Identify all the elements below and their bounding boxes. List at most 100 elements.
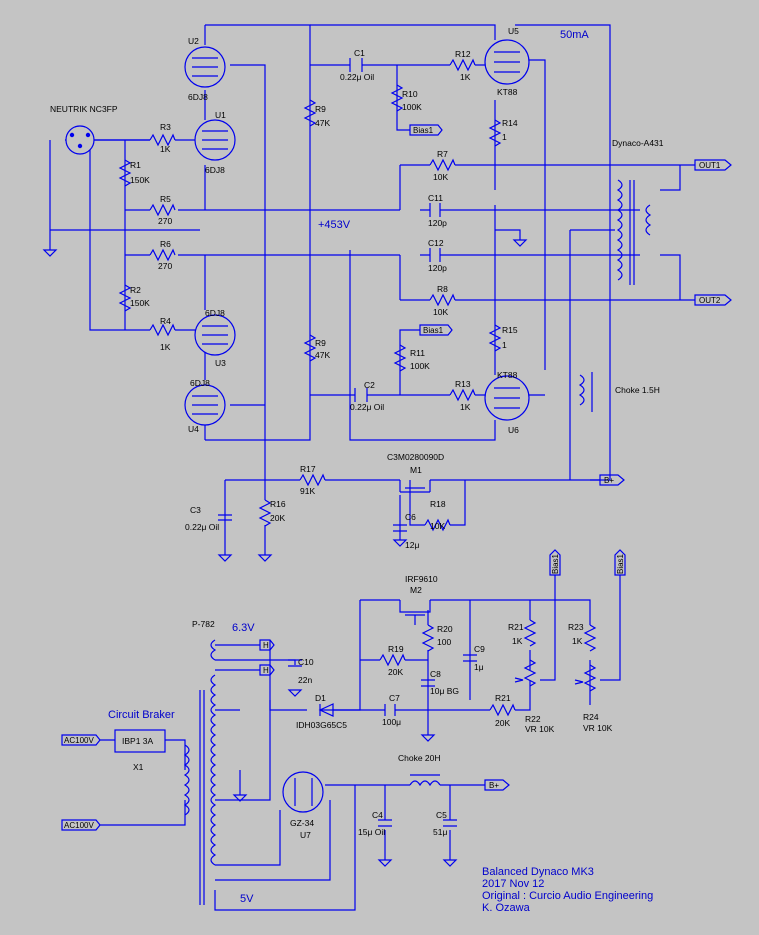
tube-ref: U3: [215, 358, 226, 368]
svg-text:1K: 1K: [512, 636, 523, 646]
svg-text:270: 270: [158, 261, 172, 271]
svg-text:AC100V: AC100V: [64, 736, 94, 745]
svg-text:Bias1: Bias1: [423, 326, 444, 335]
resistor-symbols: [118, 58, 597, 717]
svg-text:150K: 150K: [130, 175, 150, 185]
svg-text:150K: 150K: [130, 298, 150, 308]
svg-text:R22: R22: [525, 714, 541, 724]
heater-note-2: 5V: [240, 893, 254, 905]
notes: 50mA +453V 6.3V 5V Circuit Braker: [108, 29, 589, 905]
svg-text:51μ: 51μ: [433, 827, 447, 837]
svg-text:1: 1: [502, 132, 507, 142]
circuit-breaker: IBP1 3A X1: [114, 729, 166, 772]
svg-text:1K: 1K: [572, 636, 583, 646]
svg-text:D1: D1: [315, 693, 326, 703]
svg-text:C11: C11: [428, 193, 443, 203]
mosfet-m1: C3M0280090D M1: [387, 452, 444, 493]
svg-text:100K: 100K: [410, 361, 430, 371]
title-block: Balanced Dynaco MK3 2017 Nov 12 Original…: [482, 866, 653, 914]
net-tags: OUT1 OUT2 B+ B+ Bias1 Bias1 Bias1 Bias1 …: [61, 124, 732, 831]
svg-text:10μ BG: 10μ BG: [430, 686, 459, 696]
svg-text:Choke 1.5H: Choke 1.5H: [615, 385, 660, 395]
svg-text:R16: R16: [270, 499, 286, 509]
svg-text:C6: C6: [405, 512, 416, 522]
resistor-labels: R1 150K R2 150K R3 1K R4 1K R5 270 R6 27…: [130, 49, 613, 734]
svg-text:1K: 1K: [460, 402, 471, 412]
svg-text:R9: R9: [315, 338, 326, 348]
svg-text:OUT2: OUT2: [699, 296, 721, 305]
svg-text:OUT1: OUT1: [699, 161, 721, 170]
tube-type: 6DJ8: [205, 165, 225, 175]
tube-type: 6DJ8: [205, 308, 225, 318]
title-line-1: Balanced Dynaco MK3: [482, 866, 594, 878]
svg-text:Bias1: Bias1: [551, 553, 560, 574]
svg-text:M1: M1: [410, 465, 422, 475]
svg-text:R5: R5: [160, 194, 171, 204]
svg-text:47K: 47K: [315, 118, 330, 128]
svg-text:R1: R1: [130, 160, 141, 170]
svg-text:Choke 20H: Choke 20H: [398, 753, 441, 763]
svg-text:100: 100: [437, 637, 451, 647]
svg-text:R10: R10: [402, 89, 418, 99]
power-transformer: P-782: [183, 619, 217, 905]
svg-text:C8: C8: [430, 669, 441, 679]
svg-text:C12: C12: [428, 238, 444, 248]
svg-text:120p: 120p: [428, 263, 447, 273]
neutrik-connector: NEUTRIK NC3FP: [50, 104, 118, 155]
svg-text:H: H: [263, 666, 269, 675]
svg-text:1: 1: [502, 340, 507, 350]
tube-u1: U1 6DJ8: [194, 110, 236, 175]
svg-text:R19: R19: [388, 644, 404, 654]
tube-type: 6DJ8: [190, 378, 210, 388]
svg-text:R24: R24: [583, 712, 599, 722]
svg-text:1K: 1K: [160, 144, 171, 154]
svg-text:IBP1 3A: IBP1 3A: [122, 736, 154, 746]
tube-u6: KT88 U6: [484, 370, 530, 435]
svg-text:10K: 10K: [433, 172, 448, 182]
svg-text:R9: R9: [315, 104, 326, 114]
tube-ref: U5: [508, 26, 519, 36]
tube-type: 6DJ8: [188, 92, 208, 102]
choke-1-5h: Choke 1.5H: [578, 372, 660, 412]
svg-text:22n: 22n: [298, 675, 312, 685]
svg-text:B+: B+: [489, 781, 499, 790]
svg-text:R21: R21: [495, 693, 511, 703]
diode-d1: D1 IDH03G65C5: [296, 693, 347, 730]
svg-text:91K: 91K: [300, 486, 315, 496]
svg-text:15μ Oil: 15μ Oil: [358, 827, 385, 837]
tube-ref: U2: [188, 36, 199, 46]
tube-ref: U7: [300, 830, 311, 840]
tube-type: KT88: [497, 370, 518, 380]
svg-text:C7: C7: [389, 693, 400, 703]
svg-text:Dynaco-A431: Dynaco-A431: [612, 138, 664, 148]
svg-text:1K: 1K: [460, 72, 471, 82]
svg-text:AC100V: AC100V: [64, 821, 94, 830]
tube-u2: U2 6DJ8: [184, 36, 226, 102]
supply-note: +453V: [318, 219, 351, 231]
svg-text:B+: B+: [604, 476, 614, 485]
svg-text:R11: R11: [410, 348, 425, 358]
tube-u3: 6DJ8 U3: [194, 308, 236, 368]
title-line-2: 2017 Nov 12: [482, 878, 544, 890]
current-note: 50mA: [560, 29, 589, 41]
connector-name: NEUTRIK NC3FP: [50, 104, 118, 114]
svg-text:47K: 47K: [315, 350, 330, 360]
svg-text:VR 10K: VR 10K: [525, 724, 555, 734]
tube-type: GZ-34: [290, 818, 314, 828]
svg-text:M2: M2: [410, 585, 422, 595]
svg-text:R6: R6: [160, 239, 171, 249]
svg-text:X1: X1: [133, 762, 144, 772]
svg-text:20K: 20K: [270, 513, 285, 523]
svg-text:C2: C2: [364, 380, 375, 390]
svg-text:0.22μ Oil: 0.22μ Oil: [340, 72, 374, 82]
svg-text:R21: R21: [508, 622, 524, 632]
svg-text:R17: R17: [300, 464, 316, 474]
svg-text:R13: R13: [455, 379, 471, 389]
ground-symbols: [42, 239, 528, 867]
svg-text:C10: C10: [298, 657, 314, 667]
breaker-note: Circuit Braker: [108, 709, 175, 721]
svg-text:120p: 120p: [428, 218, 447, 228]
svg-text:C3: C3: [190, 505, 201, 515]
title-line-3: Original : Curcio Audio Engineering: [482, 890, 653, 902]
